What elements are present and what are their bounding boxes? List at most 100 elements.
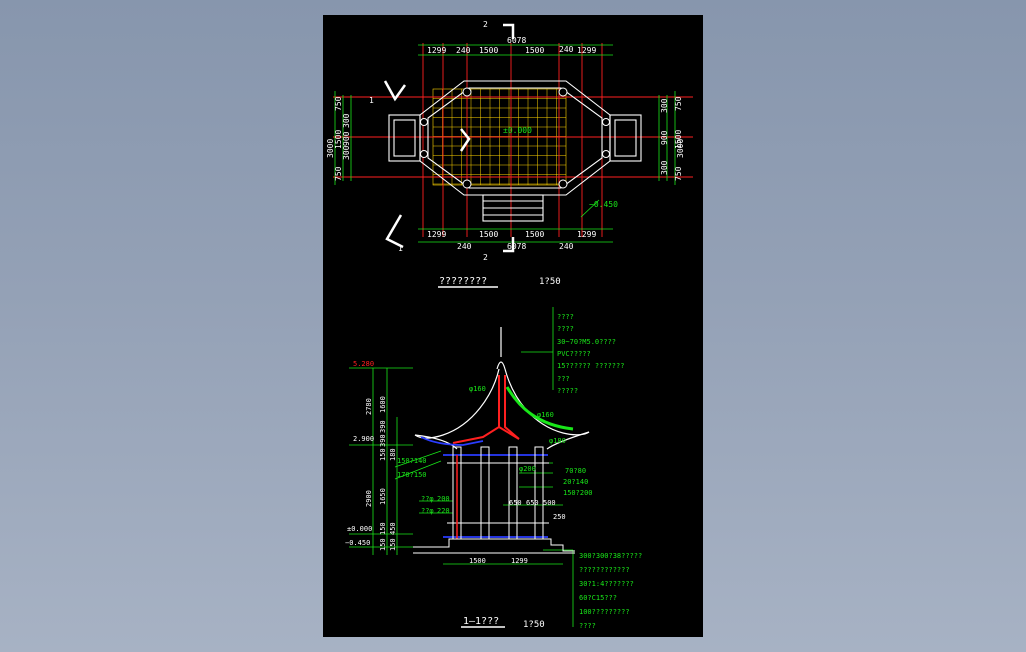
section-vdim: 150 [379, 448, 387, 461]
dia-label: φ160 [469, 385, 486, 393]
section-elev-top: 5.280 [353, 360, 374, 368]
section-vdim: 450 [389, 522, 397, 535]
plan-right-sub: 300 [660, 98, 669, 113]
plan-top-dim: 1500 [479, 46, 498, 55]
plan-axes [333, 43, 693, 237]
spec-top: ???? [557, 325, 574, 333]
plan-section-label: 2 [483, 253, 488, 262]
plan-left-dim: 750 [334, 166, 343, 181]
dia-label: φ200 [519, 465, 536, 473]
drawing-sheet: 6078 1299 240 1500 1500 240 1299 1299 15… [323, 15, 703, 637]
roof-tiles [505, 386, 574, 431]
plan-labels: 6078 1299 240 1500 1500 240 1299 1299 15… [326, 20, 685, 287]
mid-dim: 650 [526, 499, 539, 507]
section-vdim: 390 [379, 420, 387, 433]
mid-dim: 250 [553, 513, 566, 521]
plan-title: ???????? [439, 276, 487, 287]
plan-outside-level: −0.450 [589, 200, 618, 209]
spec-bottom: ???? [579, 622, 596, 630]
plan-top-dim: 240 [456, 46, 471, 55]
section-title: 1—1??? [463, 616, 499, 627]
plan-outline [388, 80, 642, 222]
plan-left-sub: 900 [342, 131, 351, 146]
section-vdim: 1600 [379, 396, 387, 413]
plan-cut-label: 1 [369, 96, 374, 105]
plan-right-sub: 900 [660, 130, 669, 145]
plan-left-dim: 750 [334, 96, 343, 111]
section-view: 5.280 2.900 ±0.000 −0.450 1600 2780 390 … [345, 307, 642, 630]
spec-bottom: ???????????? [579, 566, 630, 574]
section-markers [383, 23, 515, 253]
base-dim: 1299 [511, 557, 528, 565]
right-spec: 150?200 [563, 489, 593, 497]
left-spec: ??φ [421, 495, 434, 503]
plan-bottom-dim: 1500 [525, 230, 544, 239]
mid-dim: 650 [509, 499, 522, 507]
plan-top-dim: 1299 [577, 46, 596, 55]
left-spec: 200 [437, 495, 450, 503]
mid-dim: 500 [543, 499, 556, 507]
right-spec: 20?140 [563, 478, 588, 486]
plan-dimension-lines [334, 44, 676, 243]
spec-bottom: 60?C15??? [579, 594, 617, 602]
plan-bottom-sub: 240 [457, 242, 472, 251]
section-vdim: 390 [379, 434, 387, 447]
plan-top-total: 6078 [507, 36, 526, 45]
spec-top: ??? [557, 375, 570, 383]
plan-cut-label: 1 [398, 244, 403, 253]
plan-section-label: 2 [483, 20, 488, 29]
plan-left-sub: 300 [342, 113, 351, 128]
plan-right-dim: 1500 [674, 130, 683, 149]
spec-top: PVC????? [557, 350, 591, 358]
spec-bottom: 30?1:4??????? [579, 580, 634, 588]
section-columns [447, 446, 549, 540]
spec-top: 30~70?M5.0???? [557, 338, 616, 346]
section-scale: 1?50 [523, 620, 545, 630]
left-spec: 170?150 [397, 471, 427, 479]
plan-columns [420, 87, 610, 189]
plan-bottom-sub: 240 [559, 242, 574, 251]
section-vdim: 150 [389, 538, 397, 551]
plan-right-sub: 300 [660, 160, 669, 175]
section-elev-zero: ±0.000 [347, 525, 372, 533]
section-vdim: 2780 [365, 398, 373, 415]
plan-right-dim: 750 [674, 96, 683, 111]
section-elev-bottom: −0.450 [345, 539, 370, 547]
plan-top-dim: 1500 [525, 46, 544, 55]
plan-top-dim: 240 [559, 45, 574, 54]
cad-drawing: 6078 1299 240 1500 1500 240 1299 1299 15… [326, 20, 693, 630]
dia-label: φ180 [549, 437, 566, 445]
spec-bottom: 300?300?38????? [579, 552, 642, 560]
section-vdim: 150 [379, 538, 387, 551]
left-spec: ??φ [421, 507, 434, 515]
dia-label: φ160 [537, 411, 554, 419]
plan-left-total: 3000 [326, 139, 335, 158]
section-dimension-lines [349, 307, 574, 627]
spec-top: 15?????? ??????? [557, 362, 624, 370]
plan-view: 6078 1299 240 1500 1500 240 1299 1299 15… [326, 20, 693, 288]
plan-bottom-sub: 6078 [507, 242, 526, 251]
right-spec: 70?80 [565, 467, 586, 475]
level-leader [580, 199, 600, 218]
section-vdim: 2900 [365, 490, 373, 507]
section-base [413, 538, 575, 554]
plan-bottom-dim: 1299 [427, 230, 446, 239]
spec-top: ????? [557, 387, 578, 395]
left-spec: 220 [437, 507, 450, 515]
plan-top-dim: 1299 [427, 46, 446, 55]
left-spec: 150?140 [397, 457, 427, 465]
plan-bottom-dim: 1500 [479, 230, 498, 239]
plan-center-level: ±0.000 [503, 126, 532, 135]
spec-top: ???? [557, 313, 574, 321]
plan-right-dim: 750 [674, 166, 683, 181]
spec-bottom: 100????????? [579, 608, 630, 616]
base-dim: 1500 [469, 557, 486, 565]
plan-left-dim: 1500 [334, 130, 343, 149]
section-vdim: 150 [379, 522, 387, 535]
plan-right-total: 3000 [676, 139, 685, 158]
section-labels: 5.280 2.900 ±0.000 −0.450 1600 2780 390 … [345, 313, 642, 630]
plan-left-sub: 300 [342, 145, 351, 160]
section-vdim: 180 [389, 448, 397, 461]
roof-structure [452, 375, 520, 444]
plan-bottom-dim: 1299 [577, 230, 596, 239]
